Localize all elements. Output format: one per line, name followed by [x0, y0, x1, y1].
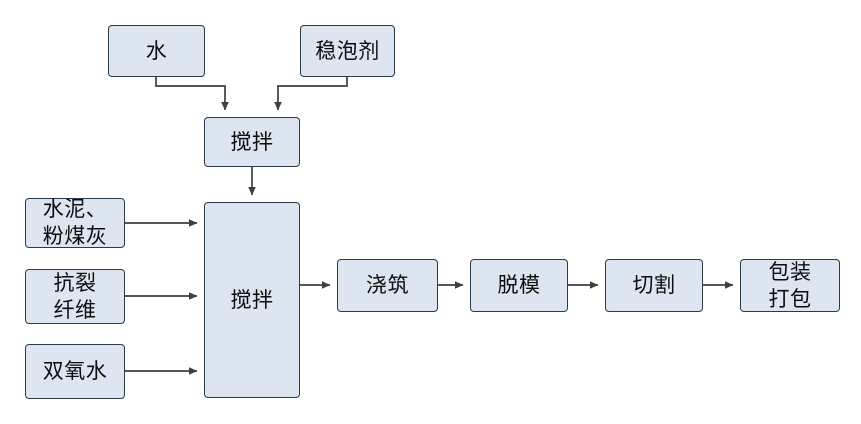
node-cutting[interactable]: 切割	[605, 259, 703, 312]
edge-foamstab-to-mix1	[274, 77, 348, 111]
node-crack-resistant-fiber[interactable]: 抗裂 纤维	[25, 269, 125, 324]
node-foam-stabilizer[interactable]: 稳泡剂	[300, 25, 395, 77]
node-demolding[interactable]: 脱模	[470, 259, 568, 312]
edge-water-to-mix1	[155, 77, 229, 111]
node-packaging[interactable]: 包装 打包	[740, 259, 840, 312]
node-mixing-2[interactable]: 搅拌	[204, 202, 300, 398]
node-cement-flyash[interactable]: 水泥、 粉煤灰	[25, 197, 125, 248]
node-mixing-1[interactable]: 搅拌	[204, 117, 300, 167]
node-water[interactable]: 水	[108, 25, 205, 77]
node-casting[interactable]: 浇筑	[337, 259, 438, 312]
node-hydrogen-peroxide[interactable]: 双氧水	[25, 344, 125, 399]
